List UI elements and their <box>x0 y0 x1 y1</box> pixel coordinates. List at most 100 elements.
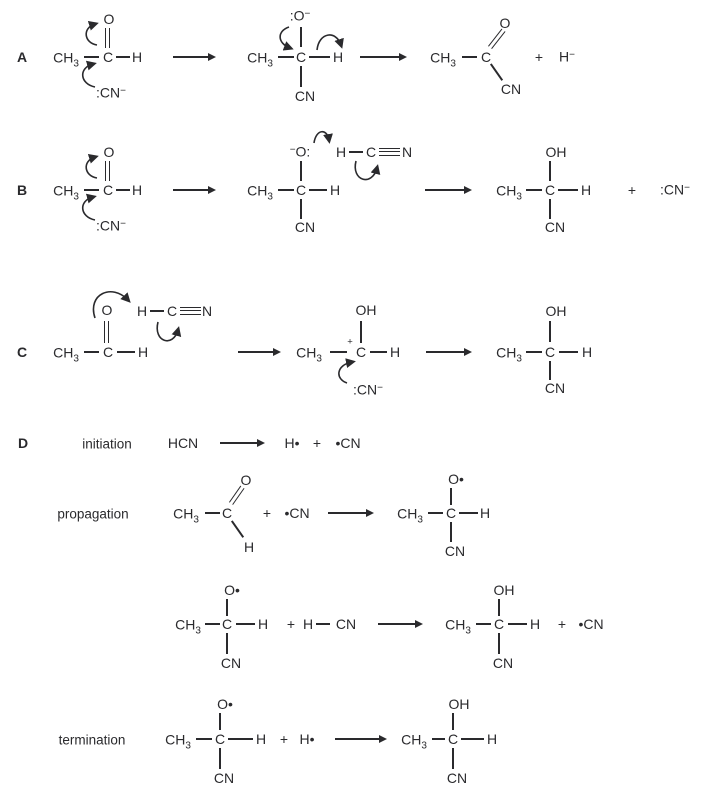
sub-text: 3 <box>73 353 79 364</box>
single-bond <box>116 56 130 58</box>
single-bond <box>459 512 478 514</box>
sub-text: 3 <box>73 58 79 69</box>
sub-text: 3 <box>450 58 456 69</box>
methyl-label: CH3 <box>247 184 273 202</box>
single-bond <box>278 189 294 191</box>
sub-text: 3 <box>185 740 191 751</box>
sub-text: 3 <box>267 58 273 69</box>
curved-arrow-a-cyanide-to-c <box>81 60 97 88</box>
single-bond <box>84 189 99 191</box>
methyl-label: CH3 <box>445 618 471 636</box>
hydrogen-label: H <box>131 182 143 198</box>
atom-text: CH <box>53 344 74 361</box>
carbon-label: C <box>445 505 457 521</box>
reaction-arrow <box>425 186 472 193</box>
single-bond <box>432 738 445 740</box>
single-bond <box>360 321 362 343</box>
cyano-label: CN <box>544 380 566 396</box>
single-bond <box>526 189 542 191</box>
sub-text: 3 <box>316 353 322 364</box>
sup-text: − <box>684 182 690 193</box>
carbon-label: C <box>102 49 114 65</box>
sub-text: 3 <box>193 514 199 525</box>
double-bond <box>104 321 109 343</box>
hydride-anion-label: H− <box>559 50 575 65</box>
carbon-label: C <box>544 344 556 360</box>
reaction-arrow <box>173 186 216 193</box>
cyanide-anion-label: :CN− <box>96 86 126 101</box>
hydrogen-label: H <box>243 539 255 555</box>
cyanide-anion-label: :CN− <box>353 383 383 398</box>
reaction-arrow <box>378 620 423 627</box>
single-bond <box>428 512 443 514</box>
nitrogen-label: N <box>201 303 213 319</box>
sub-text: 3 <box>421 740 427 751</box>
reaction-arrow <box>335 735 387 742</box>
single-bond <box>452 748 454 769</box>
hydrogen-label: H <box>329 182 341 198</box>
methyl-label: CH3 <box>401 733 427 751</box>
single-bond <box>462 56 477 58</box>
curved-arrow-b-cyanide-to-c <box>81 193 97 221</box>
sup-text: − <box>120 85 126 96</box>
cyano-label: CN <box>446 770 468 786</box>
sup-text: − <box>377 382 383 393</box>
single-bond <box>300 27 302 47</box>
carbon-label: C <box>221 616 233 632</box>
single-bond <box>558 189 578 191</box>
curved-arrow-b-alkoxide-to-h <box>313 130 333 144</box>
atom-text: :CN <box>660 181 685 198</box>
atom-text: CH <box>53 49 74 66</box>
plus-sign: + <box>312 435 322 451</box>
hydrogen-label: H <box>255 731 267 747</box>
single-bond <box>205 623 220 625</box>
single-bond <box>219 748 221 769</box>
single-bond <box>526 351 542 353</box>
hydrogen-label: H <box>257 616 269 632</box>
carbon-label: C <box>221 505 233 521</box>
row-label-b: B <box>16 182 28 198</box>
sub-text: 3 <box>267 191 273 202</box>
carbon-label: C <box>480 49 492 65</box>
atom-text: CH <box>247 49 268 66</box>
atom-text: :O <box>289 7 305 24</box>
single-bond <box>205 512 220 514</box>
single-bond <box>549 321 551 342</box>
single-bond <box>461 738 484 740</box>
hydrogen-label: H <box>335 144 347 160</box>
step-label-initiation: initiation <box>82 436 132 452</box>
hydroxyl-label: OH <box>545 303 567 319</box>
single-bond <box>84 351 99 353</box>
hydroxyl-label: OH <box>545 144 567 160</box>
cyanide-radical-label: •CN <box>284 505 310 521</box>
atom-text: CH <box>53 182 74 199</box>
curved-arrow-a-pibond-to-o <box>85 21 99 46</box>
single-bond <box>498 633 500 654</box>
curved-arrow-b-pibond-to-o <box>85 154 99 179</box>
cyanide-radical-label: •CN <box>578 616 604 632</box>
single-bond <box>309 189 327 191</box>
sup-text: − <box>289 144 296 155</box>
single-bond <box>219 713 221 730</box>
carbon-label: C <box>493 616 505 632</box>
single-bond <box>549 199 551 219</box>
sup-text: − <box>120 218 126 229</box>
single-bond <box>150 310 164 312</box>
alkoxide-label: −O: <box>290 145 311 160</box>
atom-text: CH <box>496 344 517 361</box>
oxygen-radical-label: O• <box>224 582 240 598</box>
methyl-label: CH3 <box>397 507 423 525</box>
single-bond <box>370 351 387 353</box>
single-bond <box>559 351 578 353</box>
step-label-propagation: propagation <box>57 506 129 522</box>
step-label-termination: termination <box>58 732 126 748</box>
single-bond <box>476 623 491 625</box>
hydrogen-label: H <box>580 182 592 198</box>
plus-sign: + <box>557 616 567 632</box>
single-bond <box>549 361 551 380</box>
atom-text: H <box>559 48 570 65</box>
single-bond <box>330 351 347 353</box>
atom-text: CH <box>173 505 194 522</box>
cyanide-anion-label: :CN− <box>96 219 126 234</box>
